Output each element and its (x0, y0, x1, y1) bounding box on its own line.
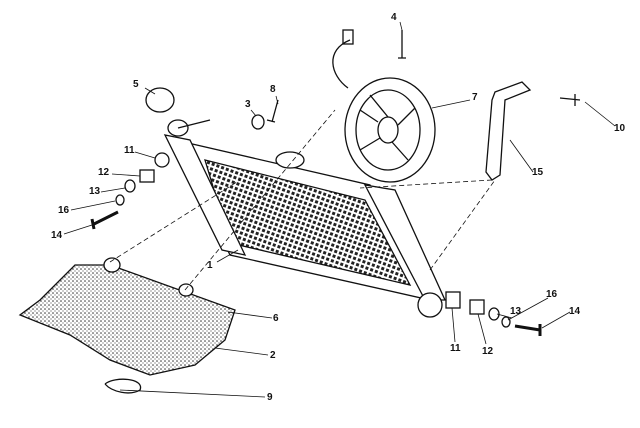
leader-lines (63, 21, 616, 398)
label-16-left: 16 (58, 205, 70, 216)
label-14-left: 14 (51, 230, 63, 241)
label-9: 9 (267, 392, 273, 403)
left-hardware (90, 152, 170, 230)
label-3: 3 (245, 99, 251, 110)
label-13-left: 13 (89, 186, 101, 197)
label-1: 1 (207, 260, 213, 271)
label-14-right: 14 (569, 306, 581, 317)
radiator (163, 134, 447, 318)
label-16-right: 16 (546, 289, 558, 300)
label-11-left: 11 (124, 145, 135, 156)
clip (104, 378, 141, 394)
right-hardware (445, 291, 542, 336)
label-5: 5 (133, 79, 139, 90)
label-6: 6 (273, 313, 279, 324)
label-12-left: 12 (98, 167, 110, 178)
fan (332, 29, 436, 183)
label-10: 10 (614, 123, 626, 134)
radiator-cap (145, 87, 211, 137)
label-8: 8 (270, 84, 276, 95)
label-13-right: 13 (510, 306, 522, 317)
label-2: 2 (270, 350, 276, 361)
label-15: 15 (532, 167, 544, 178)
bracket (485, 81, 581, 181)
lower-shroud (18, 257, 236, 376)
label-4: 4 (391, 12, 397, 23)
label-11-right: 11 (450, 343, 461, 354)
label-7: 7 (472, 92, 478, 103)
label-12-right: 12 (482, 346, 494, 357)
